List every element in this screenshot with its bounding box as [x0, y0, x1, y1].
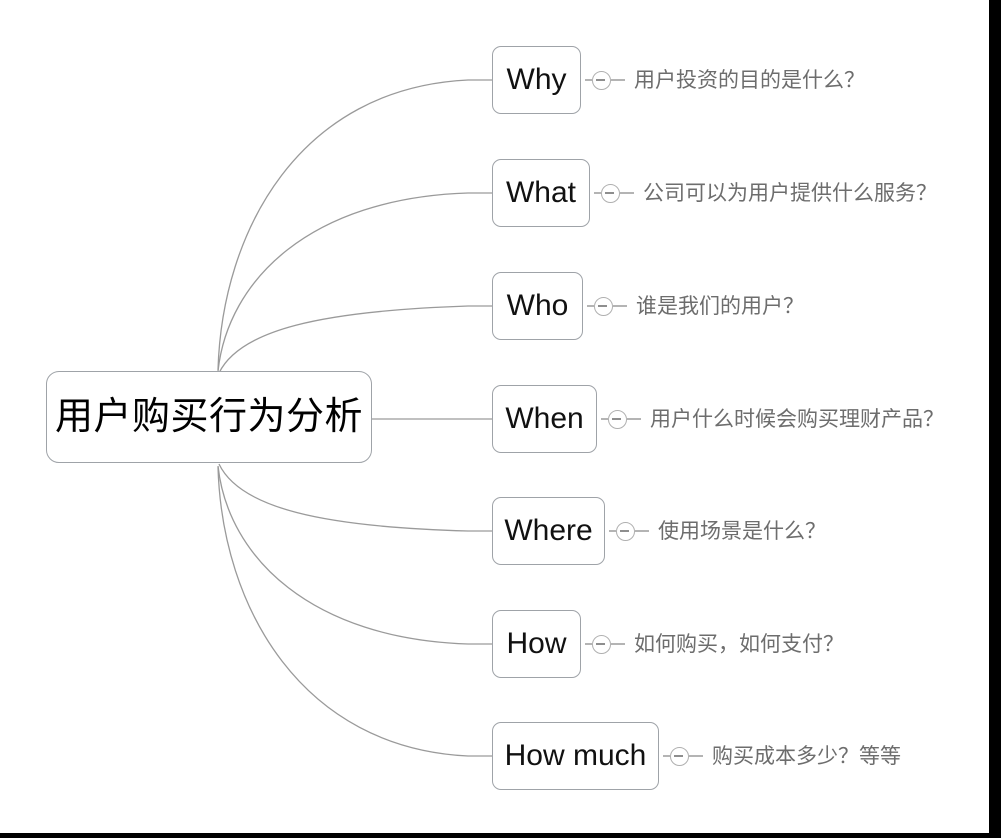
connector-stub-left: [663, 755, 670, 757]
branch-description: 使用场景是什么？: [658, 519, 826, 543]
connector-stub-right: [611, 643, 625, 645]
connector-what: [217, 192, 492, 372]
toggle-cluster-when: [601, 409, 641, 429]
branch-row-how-much: How much 购买成本多少？等等: [492, 722, 901, 790]
connector-stub-left: [601, 418, 608, 420]
connector-stub-left: [609, 530, 616, 532]
connector-stub-right: [635, 530, 649, 532]
connector-stub-left: [585, 643, 592, 645]
branch-node-label: What: [505, 176, 577, 209]
minus-circle-icon[interactable]: [592, 70, 611, 90]
branch-node-label: Who: [506, 289, 569, 322]
connector-how: [217, 465, 492, 645]
minus-circle-icon[interactable]: [608, 409, 627, 429]
branch-description: 用户什么时候会购买理财产品？: [650, 407, 944, 431]
toggle-cluster-who: [587, 296, 627, 316]
connector-howmuch: [217, 466, 492, 757]
branch-node-why[interactable]: Why: [492, 46, 581, 114]
branch-description: 如何购买，如何支付？: [634, 632, 844, 656]
connector-stub-right: [689, 755, 703, 757]
branch-row-why: Why 用户投资的目的是什么？: [492, 46, 865, 114]
branch-node-where[interactable]: Where: [492, 497, 605, 565]
connector-stub-right: [620, 192, 634, 194]
toggle-cluster-how-much: [663, 746, 703, 766]
toggle-cluster-what: [594, 183, 634, 203]
branch-node-how-much[interactable]: How much: [492, 722, 659, 790]
branch-row-when: When 用户什么时候会购买理财产品？: [492, 385, 944, 453]
branch-description: 公司可以为用户提供什么服务？: [643, 181, 937, 205]
right-edge-bar: [989, 0, 1001, 838]
connector-stub-right: [627, 418, 641, 420]
branch-row-how: How 如何购买，如何支付？: [492, 610, 844, 678]
branch-node-how[interactable]: How: [492, 610, 581, 678]
connector-where: [218, 463, 492, 532]
central-node[interactable]: 用户购买行为分析: [46, 371, 372, 463]
branch-node-what[interactable]: What: [492, 159, 590, 227]
connector-stub-right: [611, 79, 625, 81]
connector-stub-left: [585, 79, 592, 81]
branch-row-who: Who 谁是我们的用户？: [492, 272, 804, 340]
minus-circle-icon[interactable]: [670, 746, 689, 766]
branch-node-label: Why: [506, 63, 567, 96]
branch-row-what: What 公司可以为用户提供什么服务？: [492, 159, 937, 227]
branch-node-label: Where: [504, 514, 593, 547]
minus-circle-icon[interactable]: [594, 296, 613, 316]
branch-node-label: How much: [504, 739, 647, 772]
connector-stub-left: [594, 192, 601, 194]
central-node-label: 用户购买行为分析: [54, 396, 363, 438]
connector-why: [217, 79, 492, 371]
branch-node-when[interactable]: When: [492, 385, 597, 453]
toggle-cluster-where: [609, 521, 649, 541]
branch-description: 用户投资的目的是什么？: [634, 68, 865, 92]
connector-stub-left: [587, 305, 594, 307]
bottom-edge-bar: [0, 833, 1001, 838]
connector-stub-right: [613, 305, 627, 307]
toggle-cluster-why: [585, 70, 625, 90]
branch-node-label: When: [505, 402, 584, 435]
branch-description: 谁是我们的用户？: [636, 294, 804, 318]
minus-circle-icon[interactable]: [601, 183, 620, 203]
branch-description: 购买成本多少？等等: [712, 744, 901, 768]
branch-node-who[interactable]: Who: [492, 272, 583, 340]
branch-row-where: Where 使用场景是什么？: [492, 497, 826, 565]
connector-who: [218, 305, 492, 374]
minus-circle-icon[interactable]: [616, 521, 635, 541]
toggle-cluster-how: [585, 634, 625, 654]
minus-circle-icon[interactable]: [592, 634, 611, 654]
branch-node-label: How: [506, 627, 567, 660]
